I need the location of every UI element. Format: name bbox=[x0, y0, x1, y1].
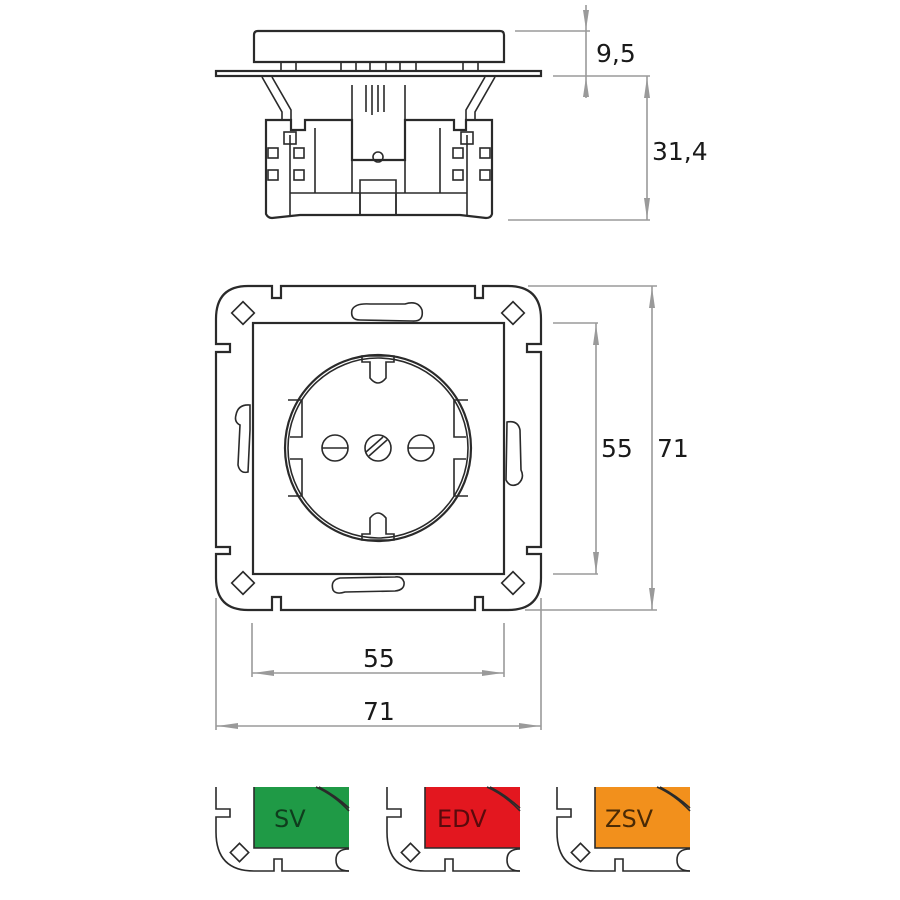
front-view: 55 71 55 71 bbox=[214, 284, 689, 730]
screw-hole-icon bbox=[500, 300, 526, 326]
screw-hole-icon bbox=[230, 300, 256, 326]
variant-zsv: ZSV bbox=[556, 786, 691, 872]
socket-body bbox=[264, 118, 494, 220]
outer-frame bbox=[214, 284, 543, 612]
dim-depth: 31,4 bbox=[652, 137, 708, 166]
dim-inner-height: 55 bbox=[601, 434, 633, 463]
variant-label: EDV bbox=[437, 805, 487, 833]
variant-label: ZSV bbox=[605, 805, 654, 833]
screw-icon bbox=[364, 434, 392, 462]
dim-outer-width: 71 bbox=[363, 697, 395, 726]
variant-sv: SV bbox=[215, 786, 350, 872]
side-view: 9,5 31,4 bbox=[214, 5, 708, 221]
socket-outer-ring bbox=[283, 353, 473, 543]
variant-label: SV bbox=[274, 805, 306, 833]
variant-edv: EDV bbox=[386, 786, 521, 872]
dim-outer-height: 71 bbox=[657, 434, 689, 463]
mounting-plate bbox=[214, 69, 543, 78]
screw-hole-icon bbox=[500, 570, 526, 596]
inner-plate bbox=[251, 321, 506, 576]
dim-cover-height: 9,5 bbox=[596, 39, 636, 68]
screw-hole-icon bbox=[230, 570, 256, 596]
dim-inner-width: 55 bbox=[363, 644, 395, 673]
cover-plate bbox=[252, 29, 506, 64]
